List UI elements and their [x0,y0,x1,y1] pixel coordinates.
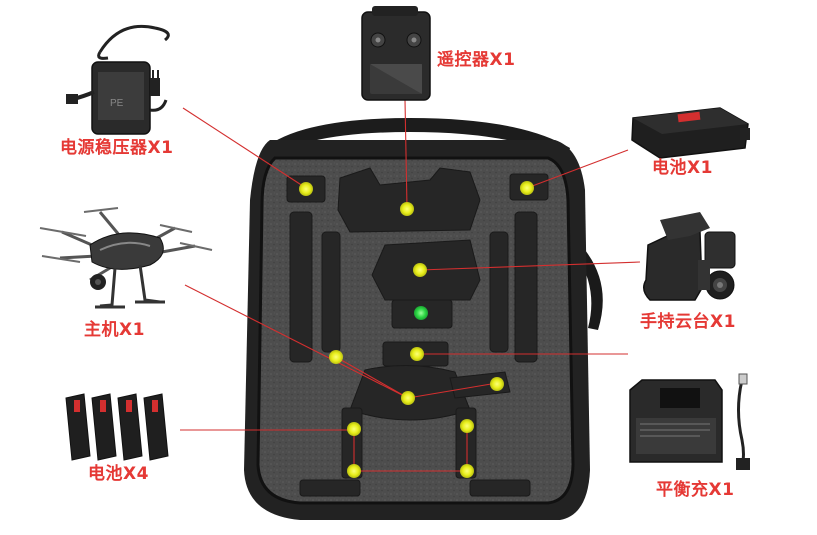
marker-battery-1 [347,422,361,436]
marker-power-supply [299,182,313,196]
battery-set-icon [65,393,169,461]
label-remote: 遥控器X1 [437,50,516,70]
label-drone: 主机X1 [84,320,145,340]
marker-battery-4 [460,464,474,478]
label-power-supply: 电源稳压器X1 [60,138,174,158]
label-gimbal: 手持云台X1 [640,312,736,332]
marker-gimbal [413,263,427,277]
hexacopter-drone-icon [39,207,213,309]
marker-drone-center [401,391,415,405]
battery-pack-icon [631,107,750,159]
marker-drone-left [329,350,343,364]
marker-remote [400,202,414,216]
balance-charger-icon [629,373,750,470]
marker-battery-single [520,181,534,195]
markers [299,181,534,478]
carry-case [244,118,603,520]
marker-battery-3 [347,464,361,478]
leader-lines [180,99,641,472]
label-battery-single: 电池X1 [652,158,713,178]
marker-charger [410,347,424,361]
label-charger: 平衡充X1 [656,480,735,500]
marker-drone-right [490,377,504,391]
label-battery-four: 电池X4 [88,464,149,484]
marker-battery-2 [460,419,474,433]
remote-controller-icon [361,6,431,101]
power-adapter-icon: PE [66,24,170,135]
handheld-gimbal-icon [643,212,736,301]
marker-green [414,306,428,320]
svg-text:PE: PE [110,98,124,109]
